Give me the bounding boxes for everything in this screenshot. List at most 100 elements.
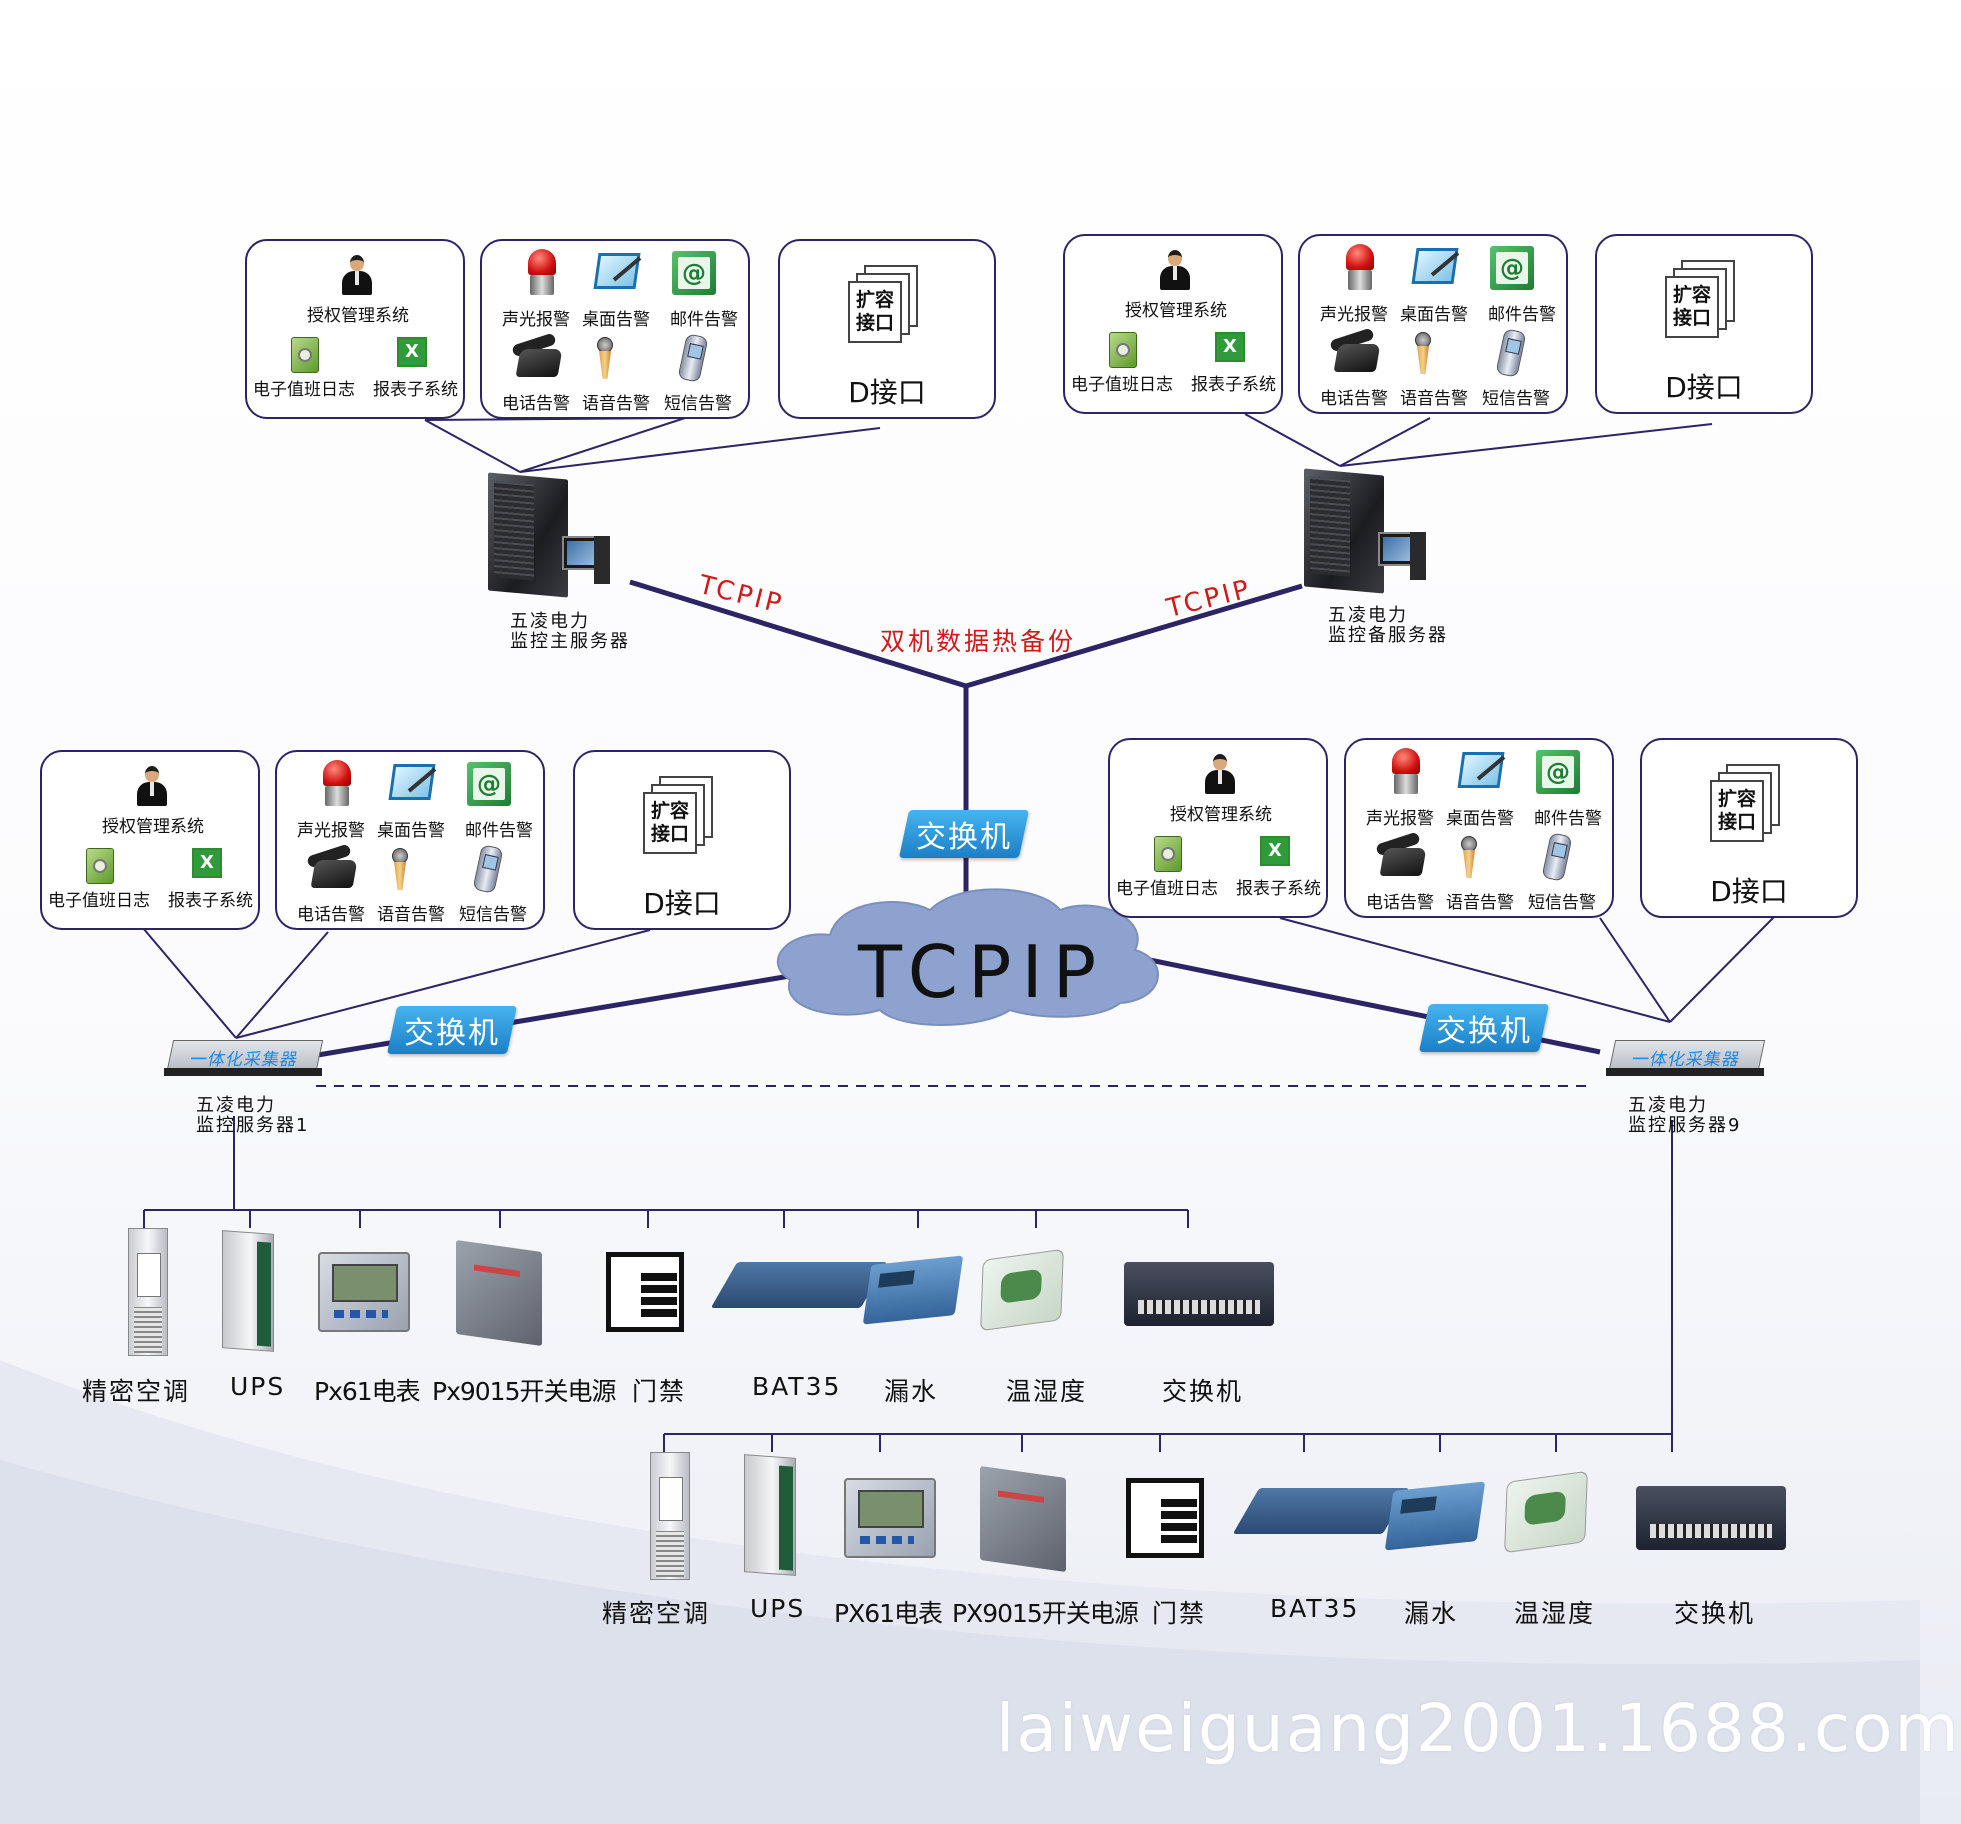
microphone-icon xyxy=(1410,328,1436,376)
expand-interface-icon: 扩容 接口 xyxy=(1710,764,1780,844)
sms-alarm-label: 短信告警 xyxy=(1528,893,1596,913)
background-swoosh xyxy=(0,1360,1920,1824)
water-leak-sensor-icon xyxy=(862,1255,964,1325)
power-meter-icon xyxy=(844,1478,936,1558)
device-label: Px9015开关电源 xyxy=(432,1377,616,1406)
ups-icon xyxy=(744,1454,796,1576)
d-interface-label: D接口 xyxy=(1665,371,1743,404)
device-label: Px61电表 xyxy=(314,1377,421,1406)
device-label: BAT35 xyxy=(752,1372,842,1401)
email-alarm-label: 邮件告警 xyxy=(1488,305,1556,325)
client-box-top-right: 授权管理系统 电子值班日志 报表子系统 xyxy=(1063,234,1283,414)
expand-interface-icon: 扩容 接口 xyxy=(848,265,918,345)
excel-report-icon xyxy=(1215,332,1245,362)
desktop-alarm-icon xyxy=(388,760,441,802)
backup-server-label: 五凌电力 监控备服务器 xyxy=(1328,605,1448,646)
duty-log-icon xyxy=(1154,836,1182,872)
desktop-alarm-label: 桌面告警 xyxy=(1446,809,1514,829)
device-label: 温湿度 xyxy=(1006,1377,1088,1406)
alarm-box-top-left: 声光报警 桌面告警 邮件告警 电话告警 语音告警 短信告警 xyxy=(480,239,750,419)
alarm-box-top-right: 声光报警 桌面告警 邮件告警 电话告警 语音告警 短信告警 xyxy=(1298,234,1568,414)
auth-management-label: 授权管理系统 xyxy=(1125,301,1227,321)
device-label: 精密空调 xyxy=(602,1599,711,1628)
bat35-icon xyxy=(710,1262,888,1308)
duty-log-icon xyxy=(86,848,114,884)
cloud-shape xyxy=(776,888,1159,1026)
cellphone-icon xyxy=(677,333,709,383)
email-alarm-label: 邮件告警 xyxy=(1534,809,1602,829)
phone-icon xyxy=(511,332,563,379)
desktop-alarm-label: 桌面告警 xyxy=(582,310,650,330)
cellphone-icon xyxy=(1495,328,1527,378)
power-supply-icon xyxy=(456,1239,542,1347)
sms-alarm-label: 短信告警 xyxy=(664,394,732,414)
sms-alarm-label: 短信告警 xyxy=(459,905,527,925)
main-server-icon xyxy=(488,472,610,598)
sms-alarm-label: 短信告警 xyxy=(1482,389,1550,409)
temp-humidity-sensor-icon xyxy=(980,1248,1064,1332)
duty-log-icon xyxy=(1109,332,1137,368)
phone-alarm-label: 电话告警 xyxy=(1320,389,1388,409)
excel-report-icon xyxy=(1260,836,1290,866)
cellphone-icon xyxy=(472,844,504,894)
desktop-alarm-label: 桌面告警 xyxy=(1400,305,1468,325)
device-label: 交换机 xyxy=(1162,1377,1244,1406)
duty-log-label: 电子值班日志 xyxy=(253,380,355,400)
d-interface-label: D接口 xyxy=(1710,875,1788,908)
microphone-icon xyxy=(592,333,618,381)
ups-icon xyxy=(222,1230,274,1352)
device-label: PX61电表 xyxy=(834,1599,943,1628)
d-interface-label: D接口 xyxy=(643,887,721,920)
siren-icon xyxy=(526,249,558,297)
tcpip-cloud-label: TCPIP xyxy=(858,930,1107,1014)
auth-management-label: 授权管理系统 xyxy=(307,306,409,326)
siren-icon xyxy=(321,760,353,808)
phone-alarm-label: 电话告警 xyxy=(1366,893,1434,913)
network-switch-icon xyxy=(1124,1262,1274,1326)
email-alarm-label: 邮件告警 xyxy=(670,310,738,330)
excel-report-icon xyxy=(397,337,427,367)
excel-report-icon xyxy=(192,848,222,878)
device-label: BAT35 xyxy=(1270,1594,1360,1623)
expand-interface-icon: 扩容 接口 xyxy=(1665,260,1735,340)
duty-log-icon xyxy=(291,337,319,373)
watermark: laiweiguang2001.1688.com xyxy=(996,1690,1961,1767)
alarm-box-mid-left: 声光报警 桌面告警 邮件告警 电话告警 语音告警 短信告警 xyxy=(275,750,545,930)
sound-light-label: 声光报警 xyxy=(502,310,570,330)
d-interface-box-mid-left: 扩容 接口 D接口 xyxy=(573,750,791,930)
device-label: PX9015开关电源 xyxy=(952,1599,1139,1628)
collector-left-icon: 一体化采集器 xyxy=(164,1040,324,1078)
administrator-icon xyxy=(1160,250,1190,290)
device-label: 漏水 xyxy=(884,1377,939,1406)
water-leak-sensor-icon xyxy=(1384,1481,1486,1551)
network-switch-icon xyxy=(1636,1486,1786,1550)
device-label: 温湿度 xyxy=(1514,1599,1596,1628)
client-box-mid-left: 授权管理系统 电子值班日志 报表子系统 xyxy=(40,750,260,930)
sound-light-label: 声光报警 xyxy=(1320,305,1388,325)
server1-label: 五凌电力 监控服务器1 xyxy=(196,1095,310,1136)
access-control-icon xyxy=(1126,1478,1204,1558)
hot-backup-label: 双机数据热备份 xyxy=(880,627,1077,656)
collector-right-icon: 一体化采集器 xyxy=(1606,1040,1766,1078)
duty-log-label: 电子值班日志 xyxy=(1071,375,1173,395)
voice-alarm-label: 语音告警 xyxy=(1400,389,1468,409)
email-icon xyxy=(672,251,716,295)
email-icon xyxy=(1490,246,1534,290)
phone-icon xyxy=(1329,327,1381,374)
report-subsystem-label: 报表子系统 xyxy=(1191,375,1276,395)
device-label: 门禁 xyxy=(632,1377,687,1406)
temp-humidity-sensor-icon xyxy=(1504,1470,1588,1554)
connection-lines xyxy=(142,413,1776,1452)
voice-alarm-label: 语音告警 xyxy=(582,394,650,414)
cellphone-icon xyxy=(1541,832,1573,882)
device-label: 门禁 xyxy=(1152,1599,1207,1628)
report-subsystem-label: 报表子系统 xyxy=(168,891,253,911)
power-meter-icon xyxy=(318,1252,410,1332)
administrator-icon xyxy=(137,766,167,806)
backup-server-icon xyxy=(1304,468,1426,594)
power-supply-icon xyxy=(980,1465,1066,1573)
device-label: 交换机 xyxy=(1674,1599,1756,1628)
phone-alarm-label: 电话告警 xyxy=(502,394,570,414)
switch-badge-center: 交换机 xyxy=(898,810,1030,858)
precision-ac-icon xyxy=(128,1228,168,1356)
